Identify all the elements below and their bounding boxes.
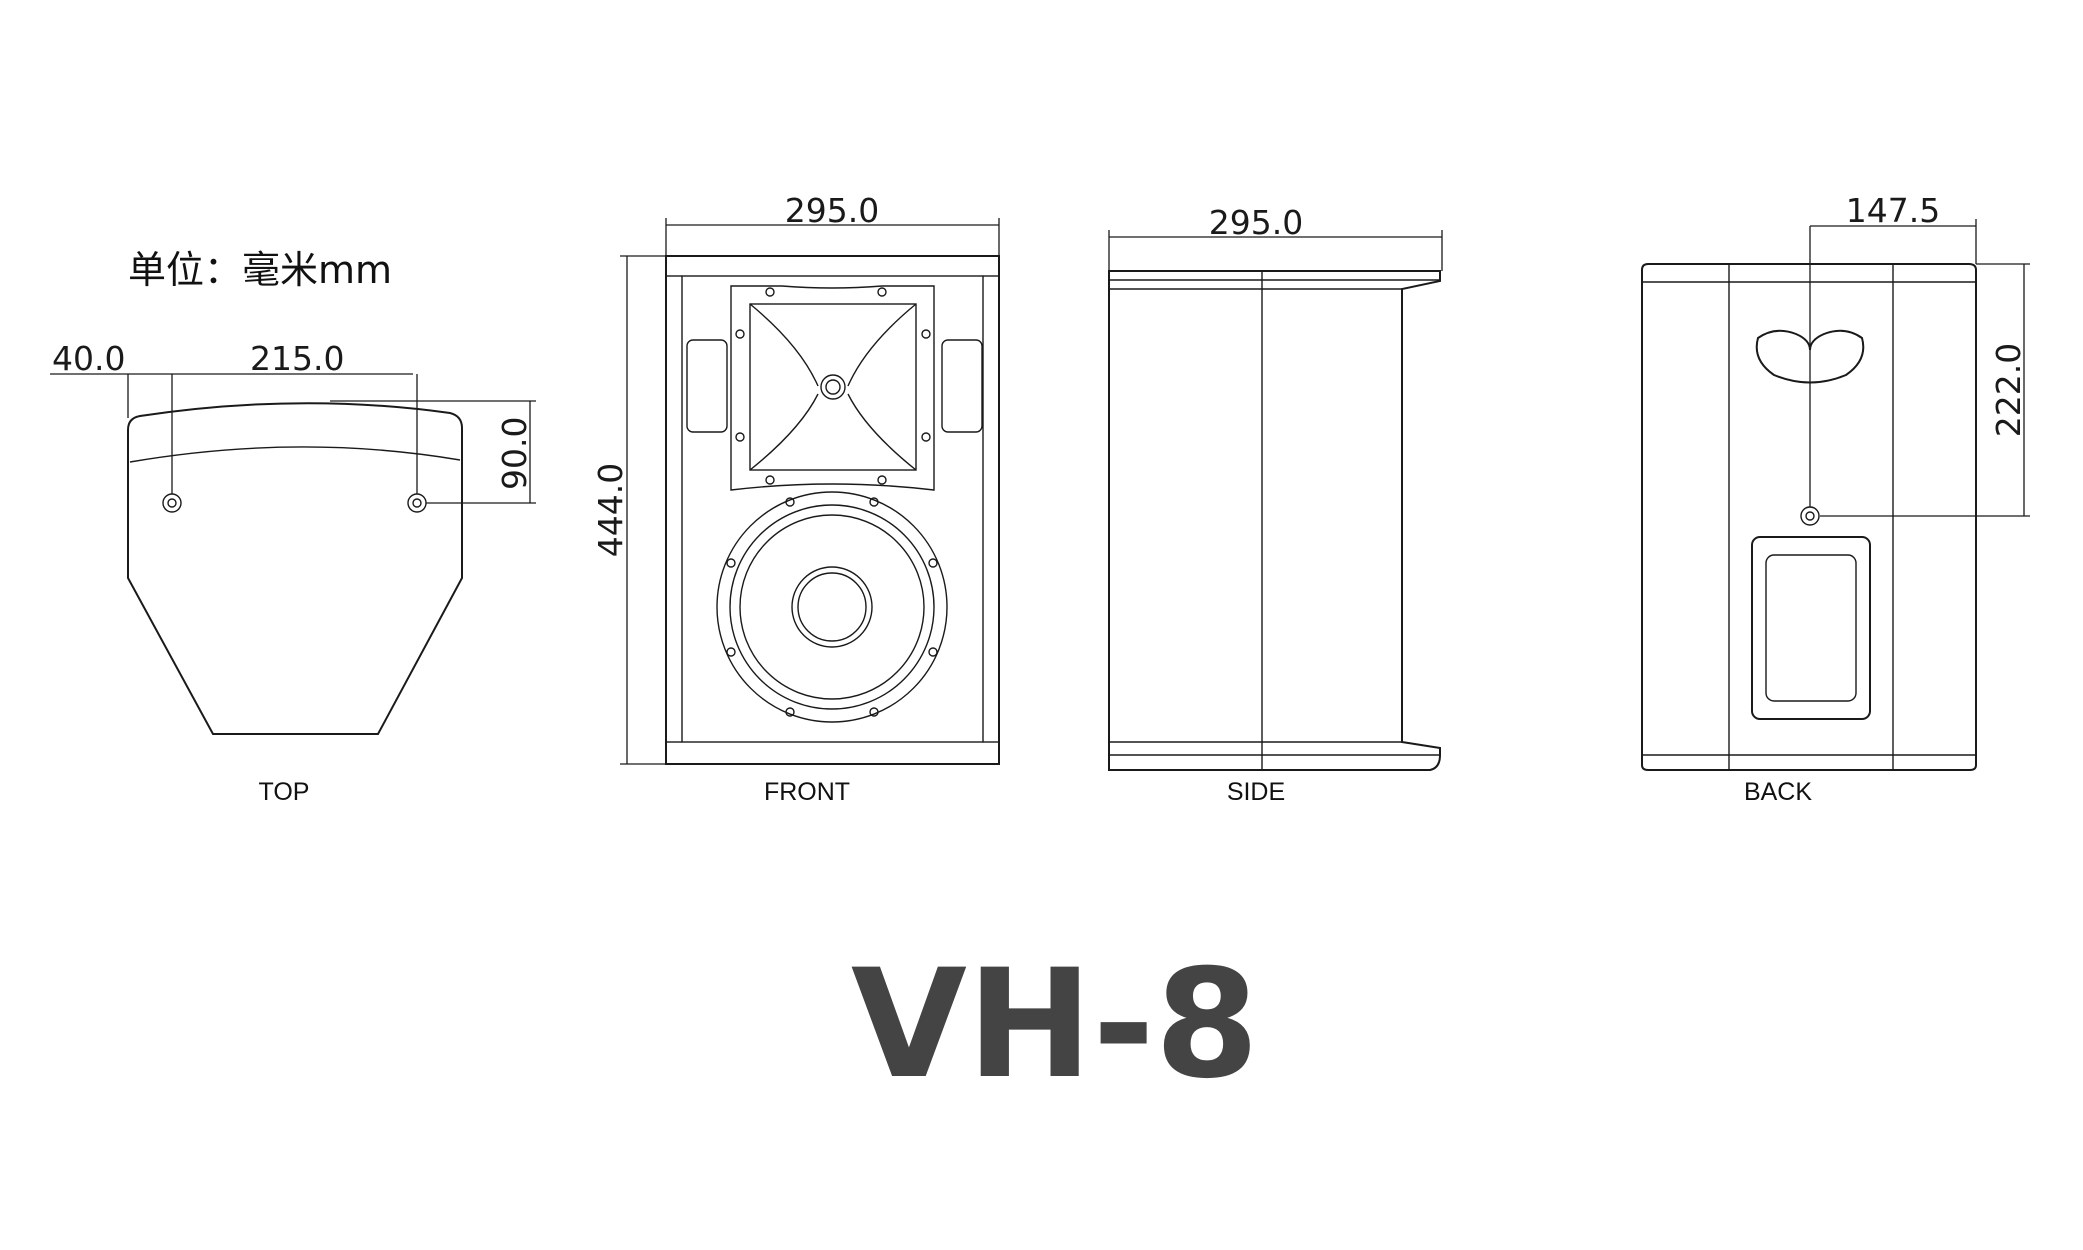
horn-flare-upper-right	[847, 303, 917, 387]
top-view-front-arc	[129, 446, 461, 463]
horn-flare-lower-left	[749, 393, 819, 471]
unit-label: 单位：毫米mm	[128, 248, 392, 292]
woofer-dust-cap	[797, 572, 867, 642]
front-baffle	[681, 275, 984, 743]
compression-driver-throat	[820, 374, 846, 400]
front-dim-height: 444.0	[591, 463, 630, 557]
input-plate-recess	[1765, 554, 1857, 702]
carry-handle	[1755, 329, 1865, 384]
horn-flare-lower-right	[847, 393, 917, 471]
front-view-label: FRONT	[764, 778, 850, 806]
side-dim-width: 295.0	[1209, 203, 1303, 242]
input-plate	[1751, 536, 1871, 720]
side-view: 295.0 SIDE	[1108, 203, 1443, 806]
back-mount-point	[1800, 506, 1820, 526]
back-view-label: BACK	[1744, 778, 1812, 806]
front-port-left	[686, 339, 728, 433]
woofer-frame	[716, 491, 948, 723]
woofer-surround-outer	[729, 504, 935, 710]
woofer-cone	[739, 514, 925, 700]
top-mount-point-left	[162, 493, 182, 513]
top-mount-point-right	[407, 493, 427, 513]
top-view: 40.0 215.0 90.0 TOP	[50, 339, 536, 806]
top-dim-depth: 90.0	[495, 417, 534, 490]
horn-mouth	[749, 303, 917, 471]
side-view-label: SIDE	[1227, 778, 1285, 806]
back-view: 147.5 222.0 BACK	[1641, 191, 2030, 806]
back-cabinet-outline	[1641, 263, 1977, 771]
front-cabinet-outline	[665, 255, 1000, 765]
front-view: 295.0 444.0 FRONT	[591, 191, 1000, 806]
back-dim-mount-height: 222.0	[1989, 343, 2028, 437]
side-cabinet-outline	[1108, 270, 1441, 771]
top-view-outline	[127, 402, 463, 735]
top-view-label: TOP	[259, 778, 310, 806]
model-name: VH-8	[851, 938, 1259, 1112]
front-dim-width: 295.0	[785, 191, 879, 230]
horn-flare-upper-left	[749, 303, 819, 387]
top-dim-width: 215.0	[250, 339, 344, 378]
back-dim-half-width: 147.5	[1846, 191, 1940, 230]
top-dim-offset: 40.0	[52, 339, 125, 378]
horn-flange	[730, 285, 935, 491]
front-port-right	[941, 339, 983, 433]
woofer-dust-cap-outer	[791, 566, 873, 648]
